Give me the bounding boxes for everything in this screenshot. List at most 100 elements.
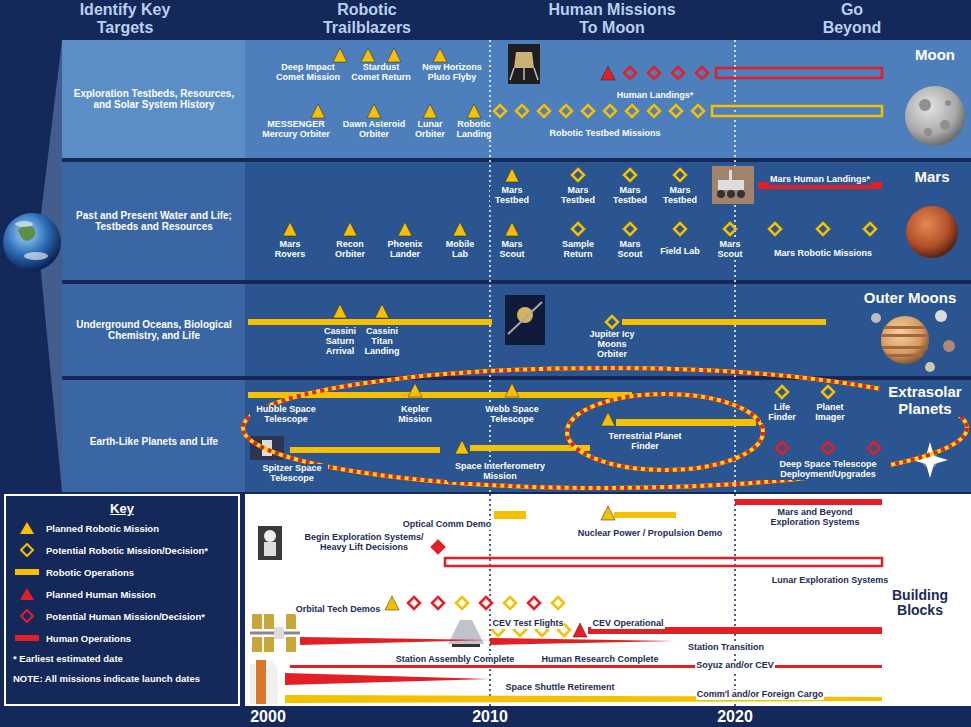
potential-human-mission [432, 541, 444, 553]
potential-robotic-mission [769, 223, 781, 235]
row-destination-name: Mars [913, 169, 950, 186]
potential-robotic-mission [572, 223, 584, 235]
column-heading-holder: Robotic Trailblazers [307, 1, 427, 37]
row-destination-name-holder: Extrasolar Planets [880, 384, 970, 418]
shuttle-retirement-wedge [285, 673, 490, 685]
mission-label-holder: Jupiter Icy Moons Orbiter [582, 330, 642, 361]
row-destination-name-holder: Mars [892, 168, 971, 186]
mission-label: Hubble Space Telescope [250, 405, 322, 425]
building-block-label-holder: CEV Test Flights [488, 612, 568, 630]
legend-row: Planned Robotic Mission [14, 520, 236, 536]
mission-label: Human Landings* [616, 91, 695, 101]
row-target-label-holder: Underground Oceans, Biological Chemistry… [72, 319, 236, 343]
capsule-shield [452, 644, 480, 647]
jupiter-stripes [880, 326, 930, 357]
row-destination-name: Moon [914, 47, 956, 64]
lander-photo [508, 44, 540, 84]
mission-label: Mars Testbed [556, 186, 600, 206]
column-heading: Human Missions To Moon [537, 1, 687, 36]
column-heading: Identify Key Targets [50, 1, 200, 36]
potential-robotic-mission [626, 105, 638, 117]
soyuz-cev-line [290, 665, 882, 668]
mission-label-holder: Deep Space Telescope Deployment/Upgrades [766, 460, 890, 481]
planned-robotic-mission [408, 383, 422, 397]
legend-title: Key [109, 502, 135, 516]
mission-label-holder: Terrestrial Planet Finder [598, 432, 692, 453]
planned-robotic-mission [505, 222, 519, 236]
timeline-year: 2020 [716, 708, 754, 726]
mission-label-holder: New Horizons Pluto Flyby [417, 63, 487, 84]
mission-label-holder: Life Finder [761, 403, 803, 424]
potential-robotic-mission [538, 105, 550, 117]
spacecraft-boom [508, 302, 542, 334]
legend-title-holder: Key [6, 499, 238, 517]
earth-land [18, 225, 35, 240]
legend-row: Potential Robotic Mission/Decision* [14, 542, 236, 558]
planned-robotic-mission [283, 222, 297, 236]
timeline-year-holder: 2000 [238, 708, 298, 726]
planned-robotic-mission [398, 222, 412, 236]
potential-robotic-mission [494, 105, 506, 117]
building-block-label-holder: Orbital Tech Demos [292, 598, 384, 616]
mission-label: Deep Impact Comet Mission [271, 63, 345, 83]
mission-label: Cassini Titan Landing [361, 327, 403, 357]
planned-robotic-mission [375, 304, 389, 318]
legend-swatch [14, 521, 40, 535]
legend-swatch [14, 609, 40, 623]
moon-crater [919, 99, 931, 111]
mission-label-holder: Mars Robotic Missions [758, 242, 888, 260]
station-module [274, 627, 284, 639]
potential-robotic-mission [516, 105, 528, 117]
robotic-operations-bar [494, 511, 526, 519]
mission-label: Life Finder [761, 403, 803, 423]
potential-robotic-mission [648, 105, 660, 117]
building-block-label-holder: CEV Operational [588, 612, 668, 630]
mission-label-holder: Mars Testbed [658, 186, 702, 207]
mission-label: Recon Orbiter [327, 240, 373, 260]
mission-label-holder: Phoenix Lander [381, 240, 429, 261]
robotic-operations-bar [248, 319, 492, 325]
potential-human-mission [648, 67, 660, 79]
potential-robotic-mission [560, 105, 572, 117]
mission-label: Jupiter Icy Moons Orbiter [582, 330, 642, 360]
mission-label: Robotic Landing [452, 120, 496, 140]
potential-human-mission [432, 597, 444, 609]
building-block-label: Begin Exploration Systems/ Heavy Lift De… [299, 533, 429, 553]
mission-label-holder: Sample Return [555, 240, 601, 261]
station-panel [264, 614, 274, 629]
moon-icon [935, 310, 947, 322]
mission-label: Kepler Mission [392, 405, 438, 425]
planned-robotic-mission [505, 383, 519, 397]
mission-label-holder: Cassini Titan Landing [361, 327, 403, 358]
planned-robotic-mission [433, 48, 447, 62]
building-block-label: Lunar Exploration Systems [771, 576, 890, 586]
legend-swatch [14, 565, 40, 579]
potential-robotic-mission [624, 169, 636, 181]
rover-body [718, 180, 744, 190]
era-divider [734, 494, 736, 706]
mission-label-holder: Mobile Lab [439, 240, 481, 261]
highlight-ellipse-dash [567, 394, 763, 470]
station-panel [252, 637, 262, 652]
potential-robotic-mission [456, 597, 468, 609]
station-panel [252, 614, 262, 629]
rover-wheel [727, 190, 735, 198]
potential-robotic-mission [606, 316, 618, 328]
robotic-operations-bar [290, 447, 440, 453]
mission-label-holder: Human Landings* [605, 84, 705, 102]
mission-label-holder: Webb Space Telescope [481, 405, 543, 426]
legend-note: NOTE: All missions indicate launch dates [12, 674, 201, 684]
earth-globe [3, 213, 61, 271]
highlight-ellipse [567, 394, 763, 470]
moon-crater [945, 100, 951, 106]
mission-label-holder: Spitzer Space Telescope [256, 464, 328, 485]
building-block-label: Space Shuttle Retirement [504, 683, 615, 693]
building-block-label-holder: Station Transition [681, 636, 771, 654]
planned-robotic-mission [467, 104, 481, 118]
mission-label-holder: Recon Orbiter [327, 240, 373, 261]
row-target-label: Underground Oceans, Biological Chemistry… [72, 319, 236, 341]
row-destination-name-holder: Moon [895, 46, 971, 64]
building-block-label: Orbital Tech Demos [295, 605, 381, 615]
legend-text: Planned Human Mission [46, 589, 156, 600]
building-block-label-holder: Comm'l and/or Foreign Cargo [685, 683, 835, 701]
